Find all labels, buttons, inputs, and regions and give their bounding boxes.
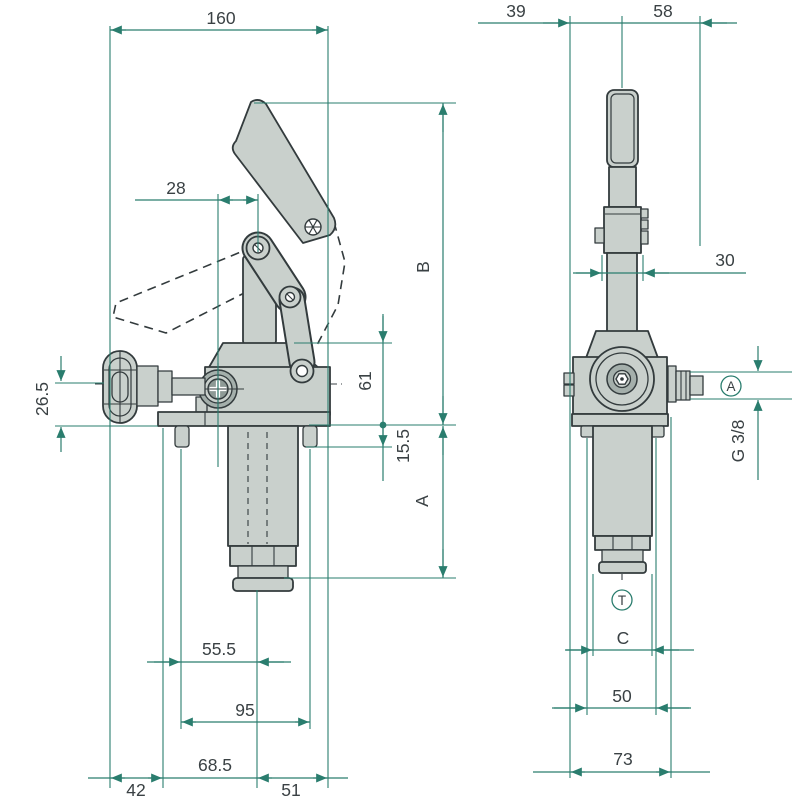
base-plate-front: [157, 411, 331, 427]
dim-label-mid-span: 68.5: [198, 755, 232, 775]
cylinder-collar-front: [237, 565, 289, 579]
cylinder-front: [227, 425, 299, 547]
pump-handle-lever: [231, 99, 337, 244]
front-view: [95, 99, 346, 592]
front-dimension-lines: [56, 25, 448, 783]
mounting-stud-right: [302, 425, 318, 448]
dim-label-left-span: 42: [126, 780, 145, 800]
dim-label-upper-height-b: B: [413, 261, 433, 273]
dim-label-stud-spacing-side: 50: [612, 686, 632, 706]
base-plate-side: [571, 413, 669, 427]
port-a-circle: [720, 375, 742, 397]
link-pivot-screw: [278, 285, 302, 309]
dim-label-cylinder-diameter: C: [617, 628, 630, 648]
stud-side-right: [650, 425, 665, 438]
boss-side: [589, 346, 655, 412]
handle-grip-side: [606, 89, 639, 168]
body-left-tab-side: [563, 384, 575, 397]
dim-label-link-height: 61: [355, 371, 375, 390]
side-view: [563, 89, 704, 580]
dim-label-right-span: 51: [281, 780, 300, 800]
dim-label-hinge-width: 30: [715, 250, 735, 270]
port-a-label: A: [726, 379, 735, 394]
handle-hinge-side: [594, 206, 649, 254]
dim-label-overall-width: 160: [206, 8, 235, 28]
dim-label-lever-offset: 28: [166, 178, 185, 198]
handle-neck-side: [608, 166, 637, 208]
fork-link: [278, 286, 316, 376]
dim-label-knob-height: 26.5: [32, 382, 52, 416]
body-left-tab-side: [563, 372, 575, 385]
dimension-labels: 160 28 26.5 61 15.5 B A 55.5 95 68.5 42 …: [32, 1, 748, 800]
dim-label-port-thread: G 3/8: [728, 420, 748, 463]
cylinder-cap-front: [232, 577, 294, 592]
knob-stem: [136, 365, 206, 407]
port-t-circle: [611, 589, 633, 611]
cylinder-cap-side: [598, 561, 647, 574]
lever-arm-side: [606, 252, 638, 334]
side-extension-lines: [569, 16, 792, 778]
dim-label-stud-spacing-front: 95: [235, 700, 254, 720]
mounting-stud-left: [174, 425, 190, 448]
fork-lug-pin: [289, 358, 315, 384]
cylinder-nut-front: [229, 545, 297, 567]
dim-label-stud-length: 15.5: [393, 429, 413, 463]
cylinder-side: [592, 425, 653, 537]
front-extension-lines: [55, 26, 456, 788]
side-dimension-lines: [478, 18, 763, 777]
cylinder-nut-side: [594, 535, 651, 551]
dim-label-right-offset: 58: [653, 1, 672, 21]
pressure-port: [667, 365, 704, 403]
dim-label-body-width: 73: [613, 749, 632, 769]
release-knob: [102, 350, 138, 424]
dim-label-stud-to-axis: 55.5: [202, 639, 236, 659]
dim-label-left-offset: 39: [506, 1, 525, 21]
handle-star-bolt: [304, 218, 322, 236]
dim-label-lower-height-a: A: [412, 495, 432, 507]
cylinder-collar-side: [601, 549, 644, 563]
port-t-label: T: [618, 593, 626, 608]
stud-side-left: [580, 425, 595, 438]
